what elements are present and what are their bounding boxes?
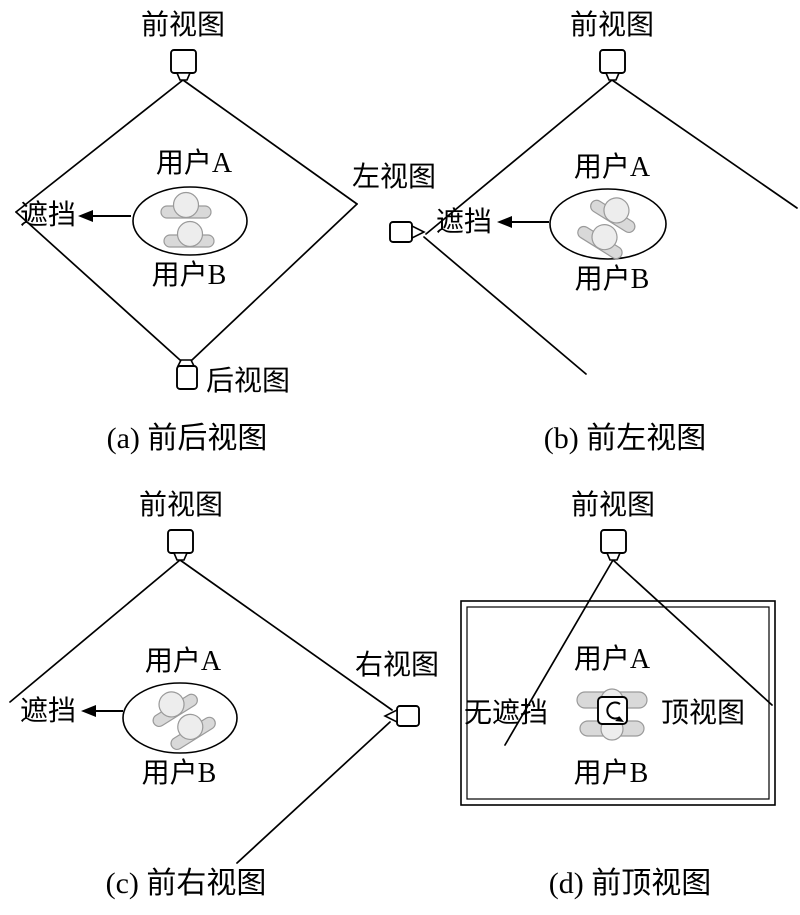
room-frame-outer (460, 600, 776, 806)
occlusion-arrow-head (497, 216, 512, 228)
front-view-label: 前视图 (571, 489, 655, 521)
user-b-label: 用户B (152, 259, 227, 291)
fov-line (612, 559, 773, 706)
user-b-figure (163, 220, 215, 248)
top-camera-arrow-head (615, 717, 624, 722)
fov-line (179, 559, 393, 711)
panel-a-caption: (a) 前后视图 (107, 422, 268, 455)
fov-line (15, 79, 184, 213)
right-camera-lens-icon (383, 708, 398, 724)
front-camera-icon (599, 49, 626, 74)
panel-d: 前视图 用户A 用户B 无遮挡 顶视图 (d) 前顶视图 (460, 489, 776, 900)
top-camera-icon (597, 696, 628, 725)
panel-b-caption: (b) 前左视图 (544, 422, 706, 455)
fov-line (236, 721, 391, 864)
fov-line (504, 559, 614, 746)
panel-a: 前视图 后视图 用户A 用户B 遮挡 (a) 前后视图 (15, 9, 358, 455)
users-ellipse (549, 188, 667, 260)
user-a-head (603, 197, 630, 224)
top-camera-body (597, 696, 628, 725)
panel-c-caption: (c) 前右视图 (106, 867, 267, 900)
user-b-label: 用户B (575, 263, 650, 295)
user-a-label: 用户A (156, 147, 233, 179)
right-view-label: 右视图 (355, 649, 439, 681)
fov-line (423, 236, 587, 375)
user-a-label: 用户A (574, 643, 651, 675)
top-view-label: 顶视图 (661, 697, 745, 729)
front-camera-mount-icon (175, 72, 192, 81)
user-b-label: 用户B (142, 757, 217, 789)
front-camera-icon (600, 529, 627, 554)
occlusion-label: 遮挡 (20, 695, 76, 727)
back-camera-icon (176, 365, 198, 390)
panel-b: 前视图 左视图 用户A 用户B 遮挡 (b) 前左视图 (352, 9, 798, 455)
right-camera-icon (396, 705, 420, 727)
front-camera-mount-icon (605, 552, 622, 561)
fov-line (182, 79, 358, 205)
user-b-head (177, 713, 204, 741)
panel-d-caption: (d) 前顶视图 (549, 867, 711, 900)
fov-line (9, 559, 181, 703)
user-b-head (176, 220, 204, 248)
user-a-head (172, 191, 200, 219)
users-figures (577, 197, 636, 260)
front-camera-mount-icon (604, 72, 621, 81)
front-view-label: 前视图 (139, 489, 223, 521)
no-occlusion-label: 无遮挡 (464, 697, 548, 729)
fov-line (15, 211, 181, 361)
occlusion-label: 遮挡 (436, 206, 492, 238)
user-a-figure (160, 191, 212, 219)
front-view-label: 前视图 (141, 9, 225, 41)
users-ellipse (122, 682, 238, 754)
users-figures (152, 691, 216, 751)
fov-line (425, 79, 613, 235)
front-camera-icon (167, 529, 194, 554)
user-a-head (158, 691, 185, 718)
left-camera-lens-icon (411, 224, 426, 240)
fov-line (191, 203, 358, 361)
left-view-label: 左视图 (352, 161, 436, 193)
fov-line (611, 79, 798, 209)
left-camera-icon (389, 221, 413, 243)
front-camera-icon (170, 49, 197, 74)
room-frame-inner (466, 606, 770, 800)
user-b-head (591, 224, 618, 251)
occlusion-label: 遮挡 (20, 199, 76, 231)
back-view-label: 后视图 (206, 365, 290, 397)
user-a-label: 用户A (145, 645, 222, 677)
occlusion-arrow-head (78, 210, 93, 222)
occlusion-arrow-head (81, 705, 96, 717)
user-a-label: 用户A (574, 151, 651, 183)
front-camera-mount-icon (172, 552, 189, 561)
panel-c: 前视图 右视图 用户A 用户B 遮挡 (c) 前右视图 (9, 489, 439, 900)
user-b-label: 用户B (574, 757, 649, 789)
front-view-label: 前视图 (570, 9, 654, 41)
top-camera-rotation-arrow (606, 701, 621, 720)
